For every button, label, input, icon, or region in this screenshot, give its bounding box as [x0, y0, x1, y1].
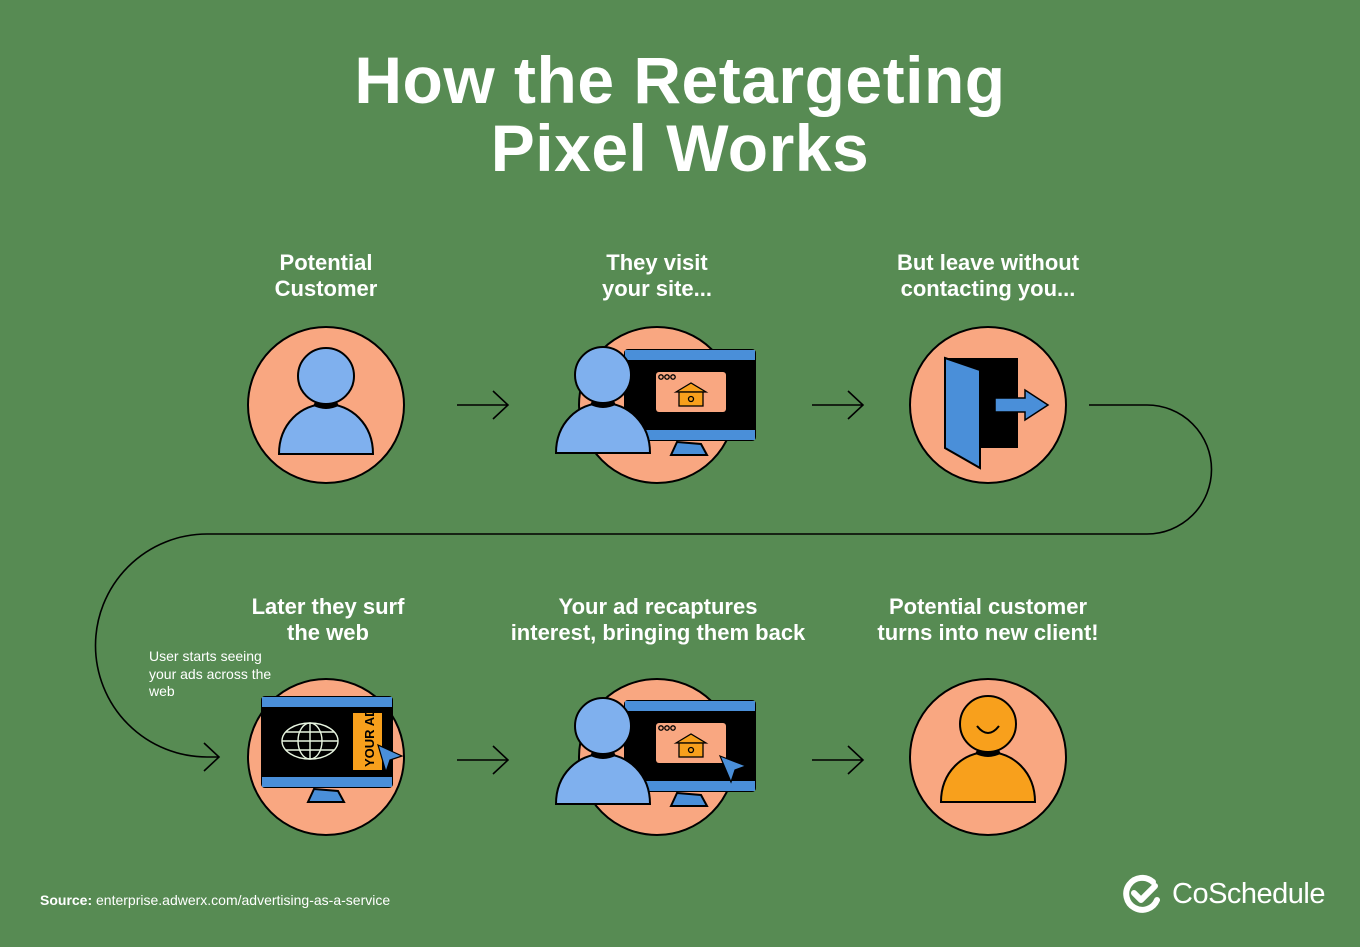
- label-line: turns into new client!: [877, 620, 1099, 645]
- label-line: Potential customer: [888, 594, 1088, 619]
- label-line: They visit: [606, 250, 708, 275]
- title-line-1: How the Retargeting: [354, 43, 1006, 117]
- cursor-icon: [377, 743, 404, 774]
- page-title: How the Retargeting Pixel Works: [0, 46, 1360, 182]
- label-line: Potential: [279, 250, 373, 275]
- step-1-icon-person: [247, 326, 405, 484]
- step-4-icon-computer-ad: YOUR AD: [247, 678, 405, 836]
- coschedule-logo: CoSchedule: [1122, 874, 1326, 914]
- globe-icon: [281, 722, 339, 760]
- arrow-right-icon: [456, 745, 509, 775]
- label-line: interest, bringing them back: [510, 620, 806, 645]
- label-line: But leave without: [896, 250, 1080, 275]
- arrow-right-icon: [203, 742, 221, 772]
- label-line: contacting you...: [900, 276, 1076, 301]
- label-line: your site...: [601, 276, 713, 301]
- connector-path: [94, 404, 1213, 758]
- title-line-2: Pixel Works: [490, 111, 870, 185]
- arrow-right-icon: [456, 390, 509, 420]
- step-5-icon-person-clicking-computer: [554, 678, 756, 836]
- source-url: enterprise.adwerx.com/advertising-as-a-s…: [96, 892, 391, 908]
- label-line: Later they surf: [251, 594, 405, 619]
- logo-text: CoSchedule: [1172, 877, 1326, 910]
- ads-note: User starts seeing your ads across the w…: [149, 648, 272, 699]
- arrow-right-icon: [811, 745, 864, 775]
- source-label: Source:: [40, 892, 93, 908]
- source-citation: Source: enterprise.adwerx.com/advertisin…: [40, 892, 390, 908]
- label-line: the web: [287, 620, 369, 645]
- arrow-right-icon: [811, 390, 864, 420]
- label-line: Customer: [274, 276, 378, 301]
- your-ad-text: YOUR AD: [362, 708, 377, 767]
- step-2-icon-person-at-computer: [554, 326, 756, 484]
- step-3-icon-exit-door: [909, 326, 1067, 484]
- step-6-icon-happy-client: [909, 678, 1067, 836]
- check-logo-icon: [1123, 874, 1160, 913]
- cursor-icon: [718, 754, 748, 784]
- label-line: Your ad recaptures: [558, 594, 758, 619]
